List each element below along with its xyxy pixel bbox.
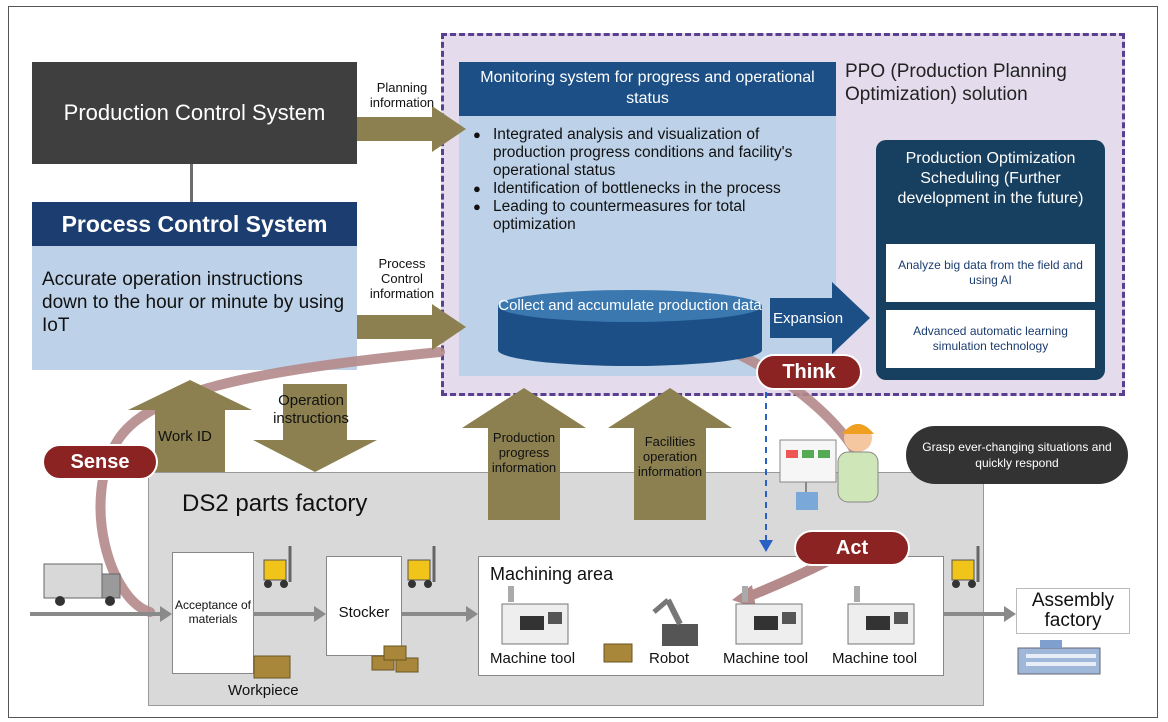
forklift-icon [951,546,980,588]
sense-badge: Sense [42,444,158,480]
stocker-to-machining-head [466,606,478,622]
worker-icon [837,424,879,503]
machine-tool-label: Machine tool [490,650,576,667]
forklift-icon [407,546,436,588]
expansion-arrow [770,282,870,354]
workpiece-icon [253,643,633,679]
acceptance-to-stocker-head [314,606,326,622]
machine-tool-icon [847,586,915,645]
expansion-label: Expansion [773,310,844,327]
system-connector-line [190,164,193,202]
operation-instructions-label: Operation instructions [273,392,349,427]
planning-information-label: Planning information [369,80,435,110]
monitoring-bullet: Integrated analysis and visualization of… [473,126,828,180]
workpiece-label: Workpiece [228,682,299,699]
optimization-item-learning-simulation: Advanced automatic learning simulation t… [886,310,1095,368]
machine-tool-icon [735,586,803,645]
monitoring-bullet-list: Integrated analysis and visualization of… [473,126,828,234]
act-badge: Act [794,530,910,566]
assembly-building-icon [1017,640,1101,675]
optimization-item-big-data: Analyze big data from the field and usin… [886,244,1095,302]
stocker-label: Stocker [338,604,390,621]
monitor-display-icon [779,439,837,510]
optimization-scheduling-title: Production Optimization Scheduling (Furt… [897,150,1084,207]
assembly-factory-label: Assembly factory [1016,588,1130,634]
speech-bubble: Grasp ever-changing situations and quick… [906,426,1128,484]
production-progress-label: Production progress information [491,430,557,475]
machining-to-assembly-head [1004,606,1016,622]
forklift-icon [263,546,292,588]
machine-tool-icon [501,586,569,645]
monitoring-bullet: Leading to countermeasures for total opt… [473,198,828,234]
monitoring-system-title: Monitoring system for progress and opera… [459,62,836,116]
machine-tool-label: Machine tool [832,650,918,667]
process-control-system-title: Process Control System [32,202,357,246]
diagram-frame [8,6,1158,718]
operation-instructions-arrow [253,384,377,472]
acceptance-label: Acceptance of materials [174,598,252,626]
robot-icon [652,598,698,646]
inbound-flow-head [160,606,172,622]
work-id-label: Work ID [158,428,212,445]
acceptance-station [172,552,254,674]
think-act-arrow-head [759,540,773,552]
cycle-path [95,347,445,617]
database-label: Collect and accumulate production data [498,297,762,314]
stocker-station [326,556,402,656]
robot-label: Robot [649,650,690,667]
machining-area-label: Machining area [490,564,614,584]
process-control-arrow [357,304,466,350]
process-control-system-description: Accurate operation instructions down to … [32,246,357,370]
monitoring-bullet: Identification of bottlenecks in the pro… [473,180,828,198]
think-badge: Think [756,354,862,390]
factory-title: DS2 parts factory [182,490,368,517]
ppo-title: PPO (Production Planning Optimization) s… [845,61,1067,105]
facilities-operation-label: Facilities operation information [637,434,703,479]
truck-icon [43,563,121,606]
facilities-operation-arrow [608,388,732,520]
production-control-system: Production Control System [32,62,357,164]
database-cylinder-top [498,290,762,322]
process-control-information-label: Process Control information [369,256,435,301]
database-cylinder-bottom [498,334,762,366]
work-id-arrow [128,380,252,472]
planning-arrow [357,106,466,152]
machine-tool-label: Machine tool [723,650,809,667]
production-progress-arrow [462,388,586,520]
